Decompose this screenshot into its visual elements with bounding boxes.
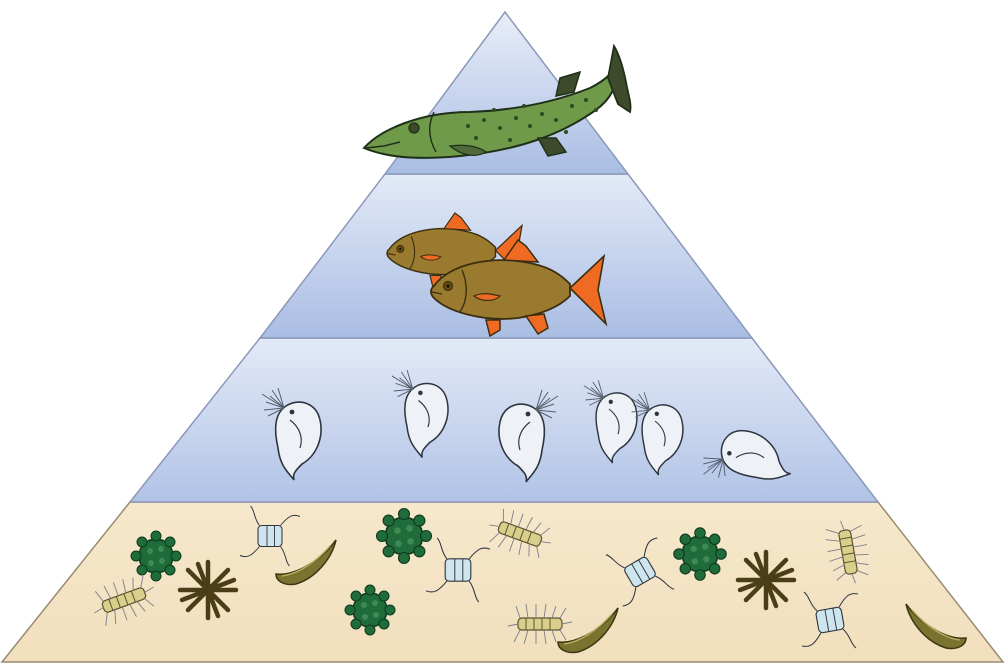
phytoplankton-icon xyxy=(345,585,395,635)
phytoplankton-icon xyxy=(674,528,727,581)
phytoplankton-icon xyxy=(738,552,794,608)
phytoplankton-icon xyxy=(180,562,236,618)
phytoplankton-icon xyxy=(131,531,181,581)
phytoplankton-icon xyxy=(377,509,432,564)
